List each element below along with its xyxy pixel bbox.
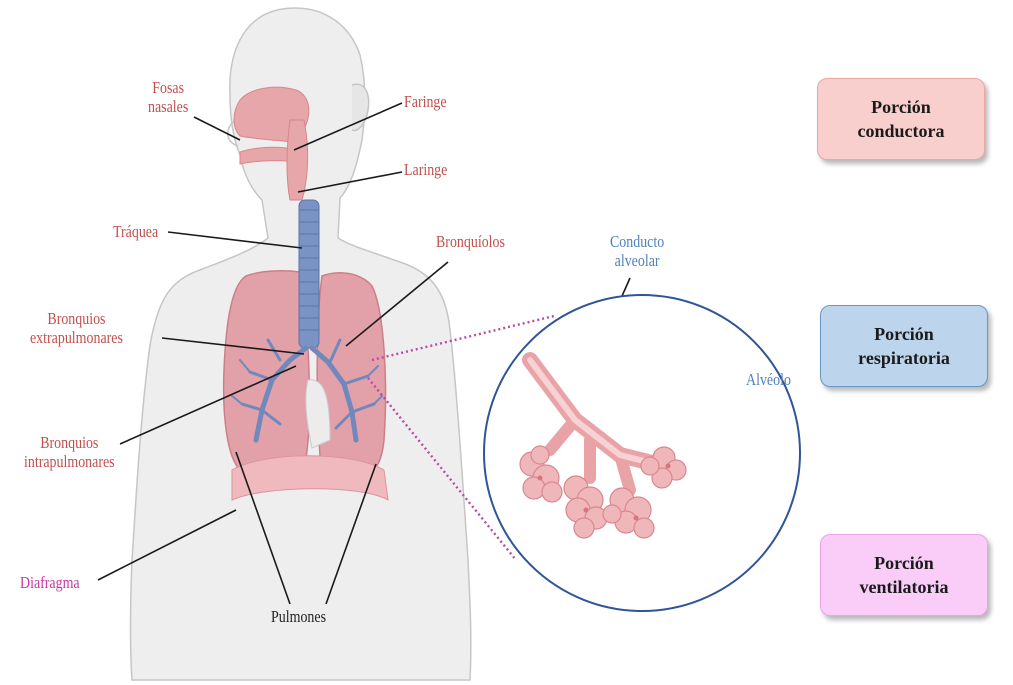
label-diafragma: Diafragma	[20, 573, 80, 592]
pharynx	[287, 120, 308, 200]
label-conducto-alveolar: Conducto alveolar	[610, 232, 664, 270]
label-traquea: Tráquea	[113, 222, 158, 241]
label-alveolo: Alvéolo	[746, 370, 791, 389]
legend-porcion-respiratoria: Porción respiratoria	[820, 305, 988, 387]
label-bronquios-extrapulmonares: Bronquios extrapulmonares	[30, 309, 123, 347]
label-bronquiolos: Bronquíolos	[436, 232, 505, 251]
left-lung	[317, 273, 385, 474]
label-fosas-nasales: Fosas nasales	[148, 78, 188, 116]
legend-porcion-ventilatoria: Porción ventilatoria	[820, 534, 988, 616]
right-lung	[224, 271, 310, 473]
legend-porcion-conductora: Porción conductora	[817, 78, 985, 160]
label-bronquios-intrapulmonares: Bronquios intrapulmonares	[24, 433, 115, 471]
label-pulmones: Pulmones	[271, 607, 326, 626]
label-laringe: Laringe	[404, 160, 447, 179]
label-faringe: Faringe	[404, 92, 447, 111]
